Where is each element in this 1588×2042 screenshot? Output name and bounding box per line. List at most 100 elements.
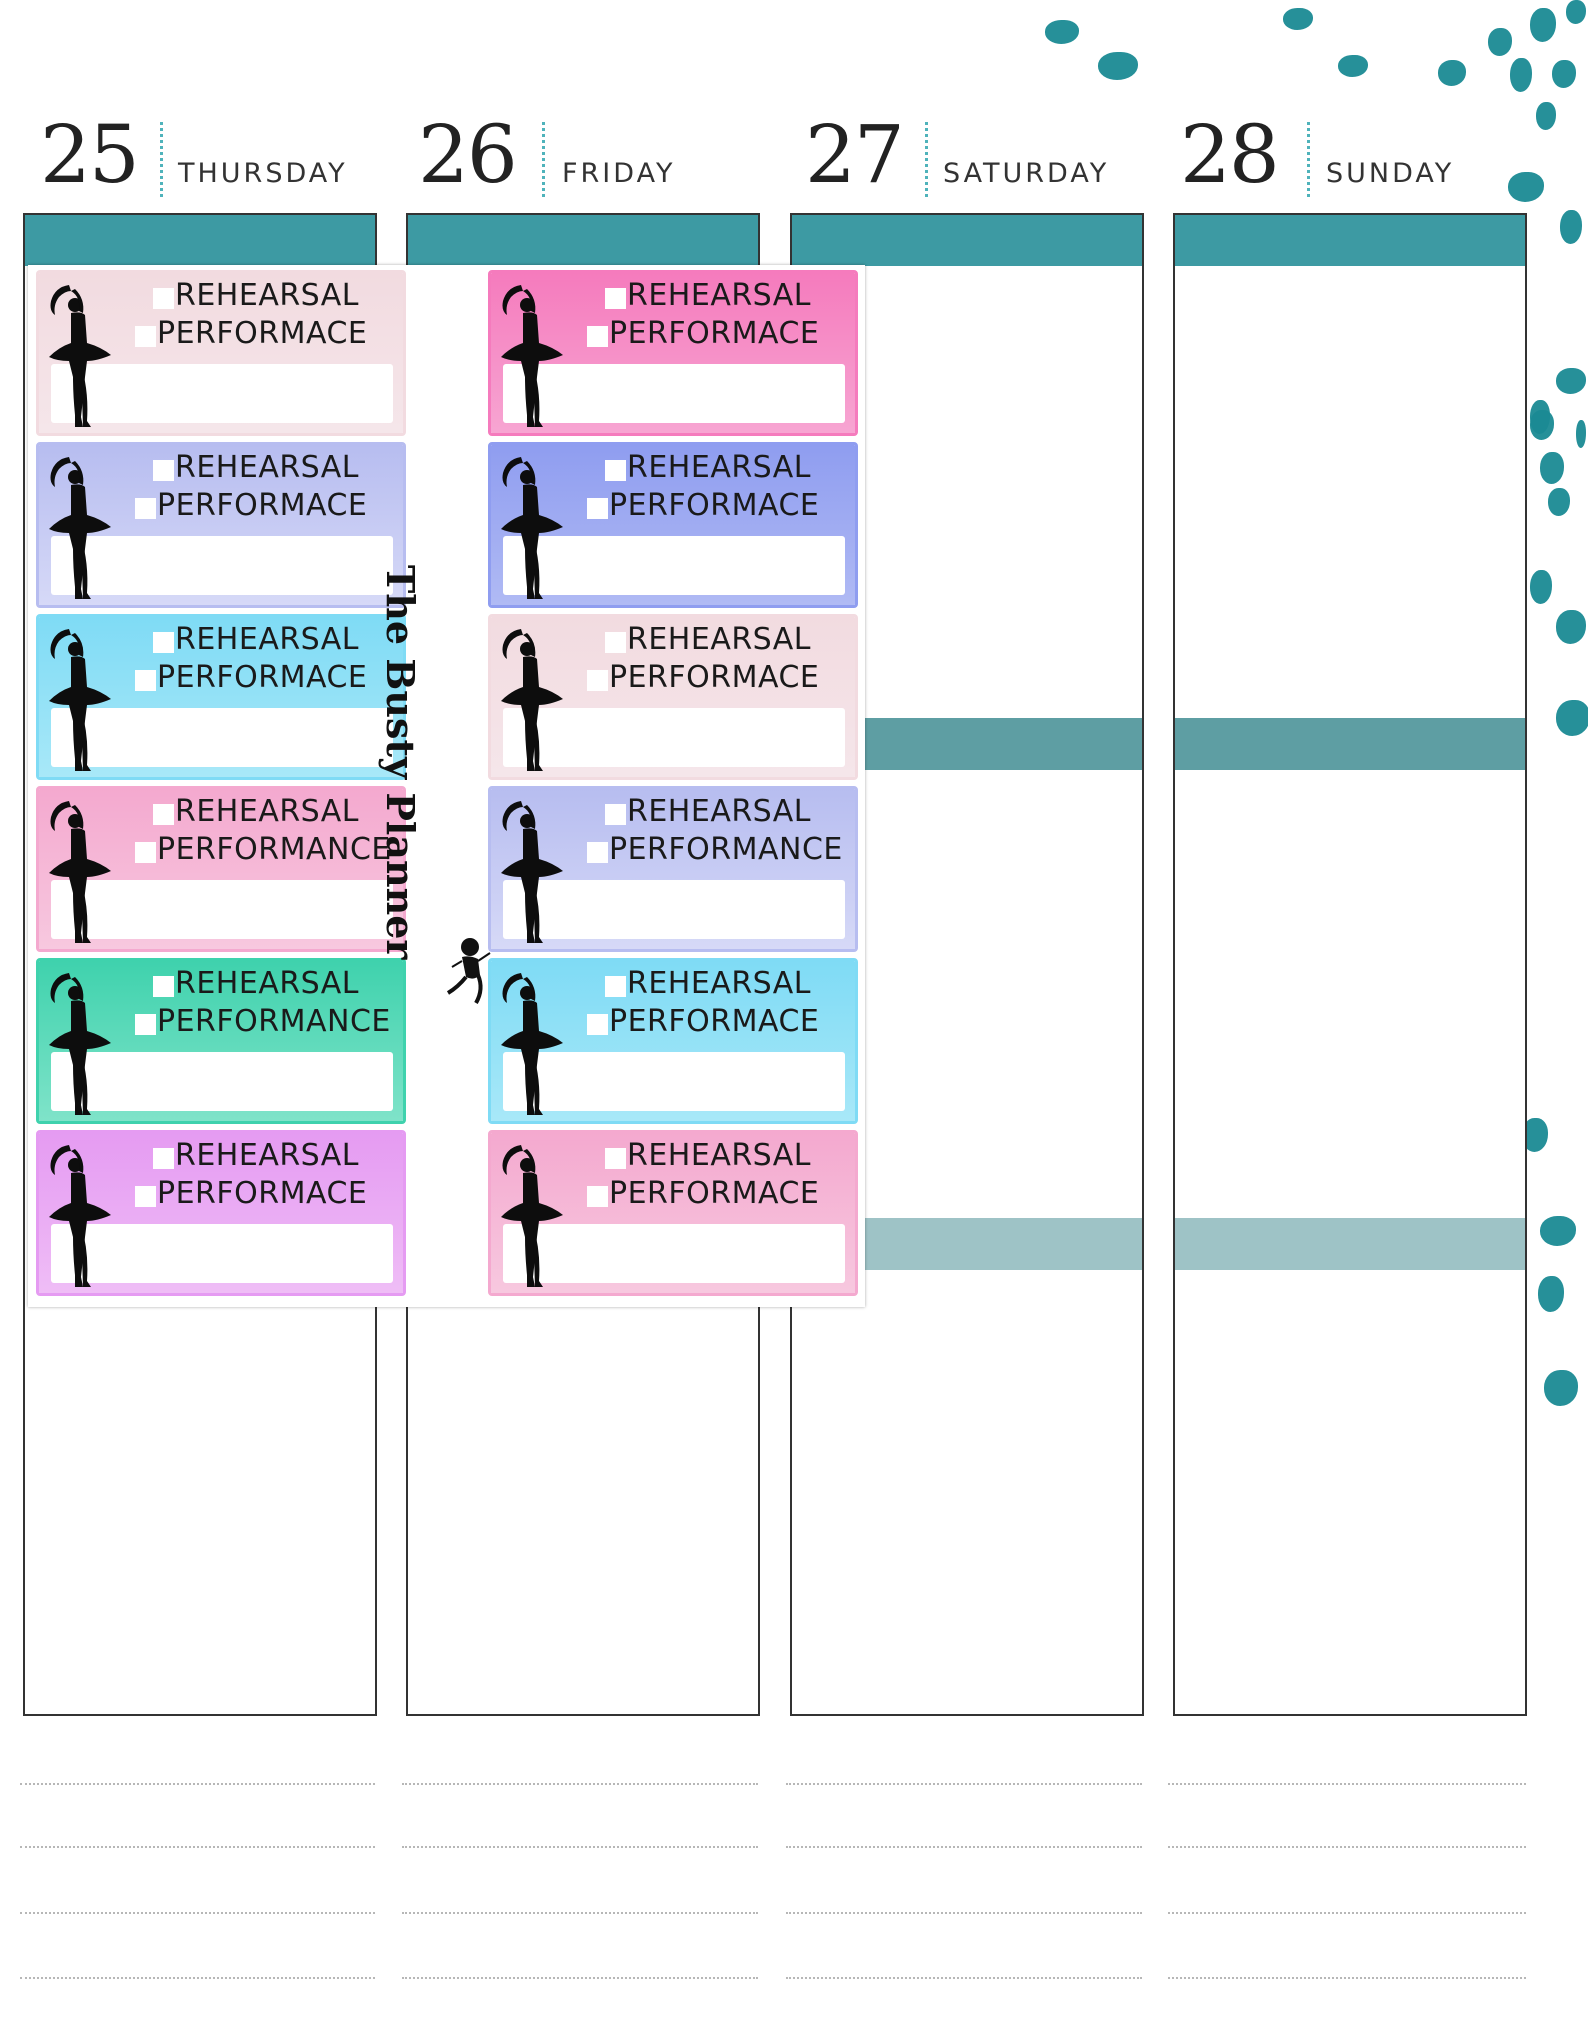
column-header-bar <box>792 215 1142 266</box>
rehearsal-checkbox <box>153 288 174 309</box>
ballerina-icon <box>49 285 111 427</box>
note-line <box>786 1912 1142 1914</box>
rehearsal-label: REHEARSAL <box>175 794 360 829</box>
column-header-bar <box>25 215 375 266</box>
column-divider-band <box>1175 718 1525 770</box>
teal-dot <box>1488 28 1512 56</box>
rehearsal-checkbox <box>153 632 174 653</box>
performance-label: PERFORMACE <box>157 1176 368 1211</box>
rehearsal-checkbox <box>605 460 626 481</box>
ballerina-icon <box>501 285 563 427</box>
performance-checkbox <box>587 842 608 863</box>
rehearsal-label: REHEARSAL <box>627 278 812 313</box>
ballerina-icon <box>501 973 563 1115</box>
write-in-box <box>503 708 845 767</box>
performance-label: PERFORMACE <box>609 316 820 351</box>
rehearsal-label: REHEARSAL <box>627 794 812 829</box>
note-line <box>20 1912 375 1914</box>
rehearsal-checkbox <box>605 804 626 825</box>
day-separator <box>925 122 928 197</box>
column-header-bar <box>408 215 758 266</box>
write-in-box <box>51 1224 393 1283</box>
day-name: FRIDAY <box>562 158 676 189</box>
write-in-box <box>503 1224 845 1283</box>
teal-dot <box>1576 420 1586 448</box>
rehearsal-checkbox <box>605 1148 626 1169</box>
day-number: 25 <box>40 108 140 201</box>
write-in-box <box>503 1052 845 1111</box>
ballerina-icon <box>49 1145 111 1287</box>
teal-dot <box>1530 410 1554 440</box>
day-column-sunday <box>1173 213 1527 1716</box>
day-name: SUNDAY <box>1326 158 1455 189</box>
performance-label: PERFORMACE <box>157 316 368 351</box>
note-line <box>20 1846 375 1848</box>
performance-label: PERFORMACE <box>609 1176 820 1211</box>
note-line <box>20 1783 375 1785</box>
teal-dot <box>1556 700 1588 736</box>
rehearsal-checkbox <box>153 460 174 481</box>
note-line <box>402 1846 758 1848</box>
rehearsal-label: REHEARSAL <box>627 966 812 1001</box>
rehearsal-checkbox <box>605 288 626 309</box>
rehearsal-label: REHEARSAL <box>175 450 360 485</box>
note-line <box>786 1846 1142 1848</box>
brand-logo <box>428 905 508 1010</box>
teal-dot <box>1098 52 1138 80</box>
note-line <box>402 1977 758 1979</box>
rehearsal-label: REHEARSAL <box>175 1138 360 1173</box>
note-line <box>1168 1977 1526 1979</box>
note-line <box>786 1783 1142 1785</box>
write-in-box <box>51 880 393 939</box>
teal-dot <box>1548 488 1570 516</box>
note-line <box>402 1783 758 1785</box>
note-line <box>1168 1912 1526 1914</box>
teal-dot <box>1438 60 1466 86</box>
teal-dot <box>1540 1216 1576 1246</box>
rehearsal-checkbox <box>153 1148 174 1169</box>
column-header-bar <box>1175 215 1525 266</box>
performance-label: PERFORMACE <box>609 660 820 695</box>
rehearsal-checkbox <box>153 804 174 825</box>
teal-dot <box>1540 452 1564 484</box>
teal-dot <box>1536 102 1556 130</box>
day-number: 28 <box>1180 108 1280 201</box>
rehearsal-checkbox <box>153 976 174 997</box>
performance-checkbox <box>135 1014 156 1035</box>
day-name: SATURDAY <box>943 158 1110 189</box>
performance-label: PERFORMACE <box>157 488 368 523</box>
performance-checkbox <box>135 498 156 519</box>
ballerina-icon <box>49 629 111 771</box>
write-in-box <box>51 536 393 595</box>
teal-dot <box>1566 0 1586 24</box>
performance-checkbox <box>587 670 608 691</box>
write-in-box <box>51 1052 393 1111</box>
performance-label: PERFORMANCE <box>157 832 391 867</box>
note-line <box>786 1977 1142 1979</box>
teal-dot <box>1560 210 1582 244</box>
write-in-box <box>51 364 393 423</box>
brand-label: The Busty Planner <box>378 565 463 959</box>
rehearsal-label: REHEARSAL <box>627 1138 812 1173</box>
teal-dot <box>1556 368 1586 394</box>
note-line <box>20 1977 375 1979</box>
performance-checkbox <box>135 670 156 691</box>
note-line <box>402 1912 758 1914</box>
ballerina-icon <box>49 457 111 599</box>
teal-dot <box>1530 8 1556 42</box>
write-in-box <box>51 708 393 767</box>
teal-dot <box>1510 58 1532 92</box>
teal-dot <box>1338 55 1368 77</box>
